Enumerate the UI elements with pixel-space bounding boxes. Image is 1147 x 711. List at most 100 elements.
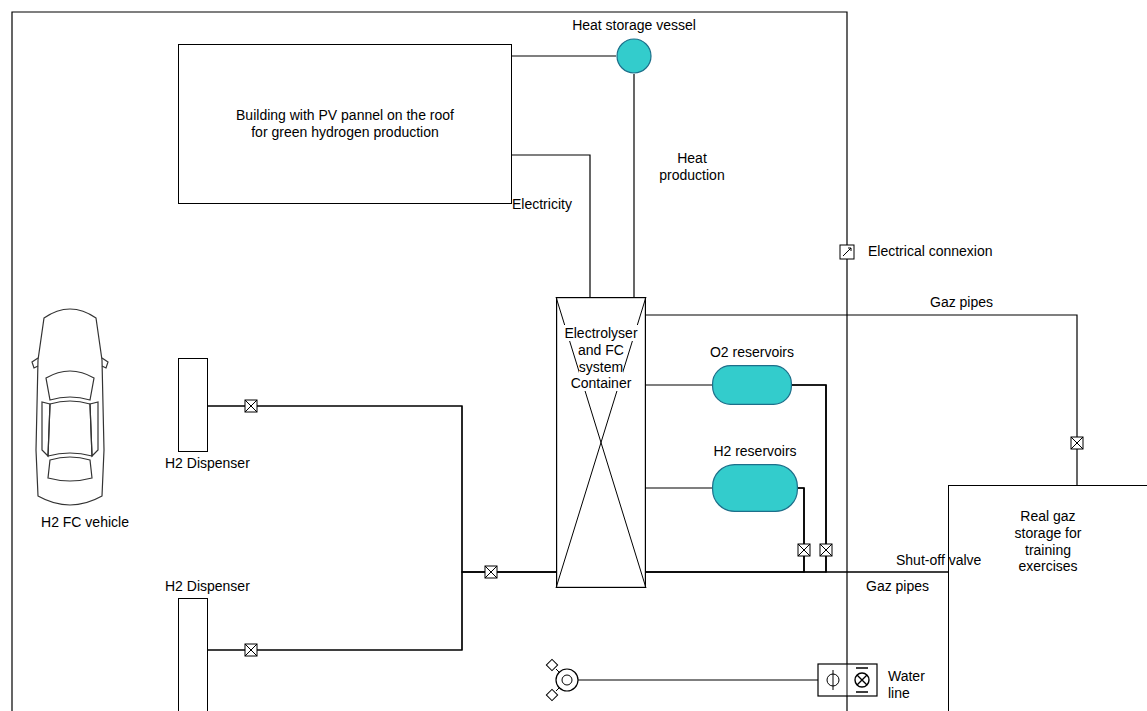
text-wrap: H2 FC vehicle <box>20 514 150 531</box>
shutoff-valve <box>1071 437 1083 449</box>
valve-cross <box>820 544 832 556</box>
valve-cross <box>798 544 810 556</box>
text-wrap: Electricity <box>512 196 586 213</box>
node-label: Heat storage vessel <box>572 17 696 33</box>
gas-storage-box: Real gaz storage for training exercises <box>948 485 1147 711</box>
node-label: O2 reservoirs <box>710 344 794 360</box>
pump-core <box>562 675 572 685</box>
text-wrap: Water line <box>888 668 936 702</box>
pipe-connector <box>512 155 590 297</box>
meter-divider <box>847 664 848 696</box>
pipe-connector <box>646 487 712 488</box>
shutoff-valve <box>245 400 257 412</box>
text-wrap: H2 Dispenser <box>165 455 295 472</box>
valve-cross <box>245 400 257 412</box>
pipe-connector <box>512 55 616 56</box>
meter-bar <box>833 670 834 690</box>
tank-body <box>713 366 792 405</box>
water-pump-symbol <box>546 659 578 700</box>
shutoff-valve <box>820 544 832 556</box>
o2-reservoir: O2 reservoirs <box>712 365 792 405</box>
valve-box <box>245 400 257 412</box>
pipe-connector <box>646 315 1077 485</box>
connection-box <box>840 245 854 259</box>
text-wrap: Shut-off valve <box>896 552 1016 569</box>
pipe-connector <box>208 488 804 650</box>
fc-vehicle: H2 FC vehicle <box>30 300 110 510</box>
valve-cross <box>245 644 257 656</box>
valve-cross <box>1071 437 1083 449</box>
valve-box <box>1071 437 1083 449</box>
text-wrap: O2 reservoirs <box>677 344 827 361</box>
water-meter-symbol <box>818 664 877 696</box>
meter-caps <box>856 668 868 692</box>
water-pipe <box>578 679 818 680</box>
node-label: H2 FC vehicle <box>41 514 129 530</box>
pipe-label: Gaz pipes <box>866 578 929 594</box>
pump-outlet <box>546 689 557 700</box>
container-outline <box>557 298 646 588</box>
h2-dispenser: H2 Dispenser <box>178 598 208 711</box>
text-wrap: H2 reservoirs <box>680 443 830 460</box>
container-cross <box>556 297 646 588</box>
h2-reservoir: H2 reservoirs <box>712 464 798 512</box>
shutoff-valve <box>798 544 810 556</box>
text-wrap: Building with PV pannel on the roof for … <box>230 107 460 141</box>
vessel-circle <box>617 39 651 73</box>
node-label: H2 Dispenser <box>165 455 250 471</box>
node-label: Real gaz storage for training exercises <box>1015 508 1082 574</box>
connection-label: Electrical connexion <box>868 243 993 259</box>
valve-cross <box>485 566 497 578</box>
pump-stub <box>556 669 560 673</box>
node-label: H2 Dispenser <box>165 578 250 594</box>
building-box: Building with PV pannel on the roof for … <box>178 44 512 204</box>
h2-reservoir-outline <box>712 464 798 512</box>
o2-reservoir-outline <box>712 365 792 405</box>
text-wrap: Electrical connexion <box>868 243 1068 260</box>
car-part <box>36 309 104 505</box>
text-wrap: Gaz pipes <box>866 578 956 595</box>
edge-label: Electricity <box>512 196 572 212</box>
tank-body <box>713 465 798 512</box>
connection-slash <box>843 248 851 256</box>
valve-box <box>245 644 257 656</box>
car-part <box>32 358 108 368</box>
text-wrap: H2 Dispenser <box>165 578 295 595</box>
text-wrap: Gaz pipes <box>930 294 1020 311</box>
shutoff-valve <box>245 644 257 656</box>
heat-storage-vessel-outline <box>616 38 652 74</box>
car-outline <box>32 309 108 505</box>
pipe-connector <box>646 384 712 385</box>
pump-body <box>556 669 578 691</box>
pipe-connector <box>792 385 948 572</box>
h2-dispenser: H2 Dispenser <box>178 358 208 452</box>
meter-box <box>818 664 877 696</box>
node-label: Electrolyser and FC system Container <box>564 325 637 391</box>
edge-label: Gaz pipes <box>930 294 993 310</box>
text-wrap: Electrolyser and FC system Container <box>559 325 643 392</box>
car-part <box>46 371 94 400</box>
fc-vehicle-outline <box>30 300 110 510</box>
site-boundary <box>12 12 847 711</box>
text-wrap: Heat storage vessel <box>549 17 719 34</box>
pump-inlet <box>546 659 557 670</box>
heat-storage-vessel: Heat storage vessel <box>616 38 652 74</box>
meter-valve <box>855 673 869 687</box>
pipe-connector <box>633 74 634 297</box>
text-wrap: Real gaz storage for training exercises <box>1003 508 1093 575</box>
car-part <box>48 401 92 456</box>
valve-box <box>485 566 497 578</box>
electrical-connection-symbol <box>840 245 854 259</box>
car-part <box>48 457 92 481</box>
node-label: Building with PV pannel on the roof for … <box>236 107 454 140</box>
meter-cross <box>857 675 867 685</box>
edge-label: Heat production <box>659 150 724 183</box>
valve-label: Shut-off valve <box>896 552 981 568</box>
water-label: Water line <box>888 668 925 701</box>
pipe-connector <box>208 385 826 650</box>
pump-stub <box>556 687 560 691</box>
pipe-connector <box>208 406 804 572</box>
pipe-connector <box>208 385 826 572</box>
node-label: H2 reservoirs <box>713 443 796 459</box>
text-wrap: Heat production <box>650 150 734 184</box>
